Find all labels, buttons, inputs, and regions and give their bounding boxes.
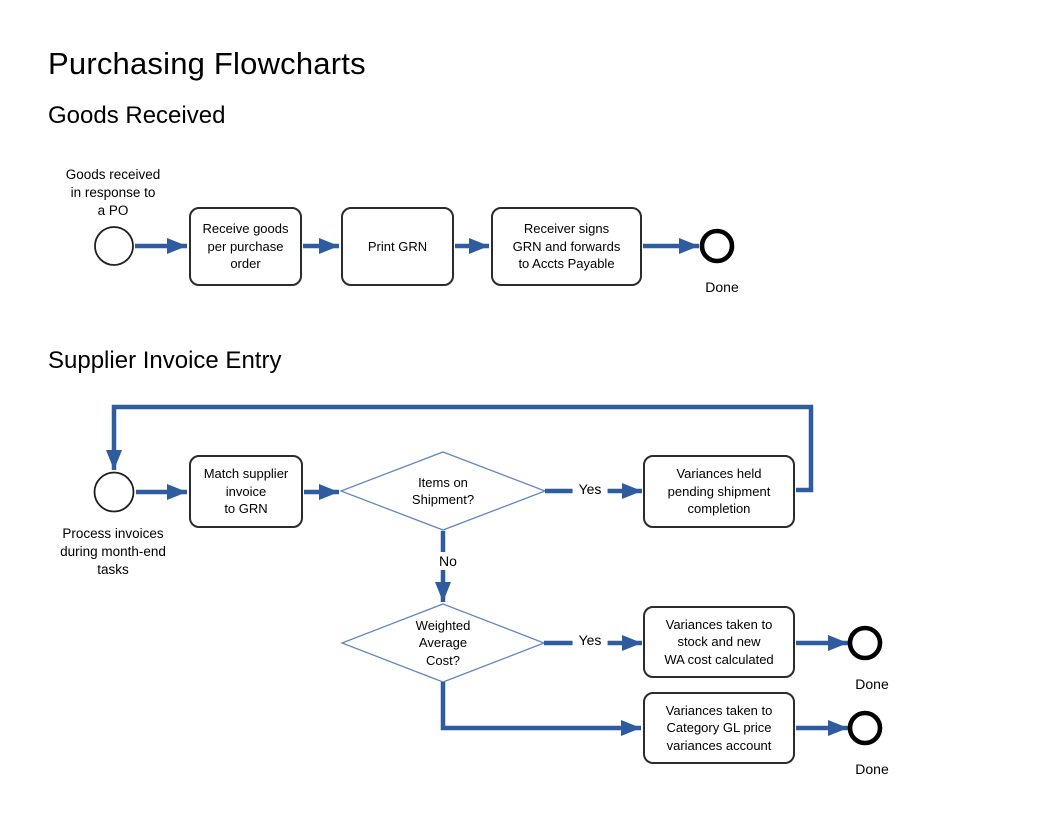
task-variances-to-stock-label: Variances taken to stock and new WA cost…: [664, 616, 774, 667]
branch-label-shipment-no: No: [433, 552, 463, 570]
start-event-label-goods: Goods received in response to a PO: [65, 167, 161, 218]
connector-loop-back-to-start: [106, 404, 814, 493]
task-variances-to-stock: Variances taken to stock and new WA cost…: [643, 606, 795, 678]
decision-diamond-items-on-shipment: [339, 451, 547, 531]
end-event-circle-stock: [847, 625, 883, 661]
branch-label-wac-yes: Yes: [572, 631, 608, 649]
page-title: Purchasing Flowcharts: [48, 46, 366, 81]
connector-wac-no-to-category: [440, 682, 641, 736]
end-event-circle-goods: [699, 228, 735, 264]
task-variances-to-category-gl-label: Variances taken to Category GL price var…: [665, 702, 773, 753]
task-print-grn: Print GRN: [341, 207, 454, 286]
section-heading-supplier-invoice: Supplier Invoice Entry: [48, 347, 282, 374]
decision-diamond-weighted-average-cost: [340, 603, 546, 683]
task-receiver-signs-label: Receiver signs GRN and forwards to Accts…: [512, 221, 621, 272]
start-event-label-invoice: Process invoices during month-end tasks: [60, 526, 166, 577]
end-event-circle-category: [847, 710, 883, 746]
end-event-label-stock: Done: [855, 676, 889, 692]
task-receiver-signs: Receiver signs GRN and forwards to Accts…: [491, 207, 642, 286]
task-match-supplier-invoice: Match supplier invoice to GRN: [189, 455, 303, 528]
end-event-label-goods: Done: [705, 279, 739, 295]
branch-label-shipment-yes: Yes: [572, 480, 608, 498]
task-receive-goods: Receive goods per purchase order: [189, 207, 302, 286]
task-variances-held-label: Variances held pending shipment completi…: [667, 466, 771, 517]
task-variances-to-category-gl: Variances taken to Category GL price var…: [643, 692, 795, 764]
end-event-label-category: Done: [855, 761, 889, 777]
start-event-circle-goods: [94, 226, 134, 266]
start-event-circle-invoice: [93, 471, 135, 513]
task-receive-goods-label: Receive goods per purchase order: [202, 221, 289, 272]
section-heading-goods-received: Goods Received: [48, 102, 226, 129]
task-variances-held: Variances held pending shipment completi…: [643, 455, 795, 528]
task-print-grn-label: Print GRN: [367, 238, 428, 254]
task-match-supplier-invoice-label: Match supplier invoice to GRN: [203, 466, 289, 517]
